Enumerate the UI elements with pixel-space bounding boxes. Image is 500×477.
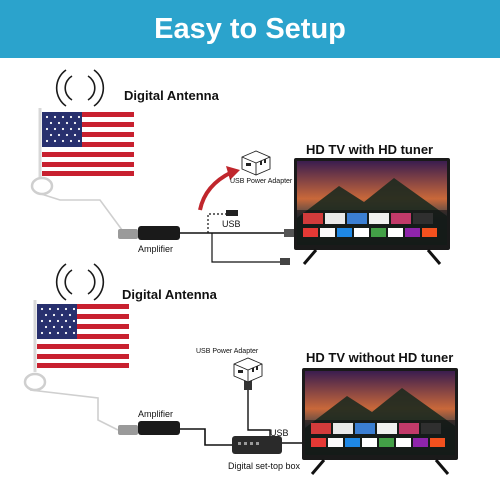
top-power-adapter-icon (241, 150, 271, 176)
top-adapter-label: USB Power Adapter (230, 178, 293, 185)
set-top-box-icon (232, 436, 282, 454)
bottom-tv-label: HD TV without HD tuner (306, 350, 454, 365)
top-tv-icon (292, 156, 452, 266)
bottom-usb-label: USB (270, 428, 289, 438)
bottom-adapter-label: USB Power Adapter (196, 348, 259, 355)
top-antenna-label: Digital Antenna (124, 88, 219, 103)
bottom-power-adapter-icon (233, 357, 263, 383)
bottom-us-flag-icon (37, 304, 129, 368)
top-amplifier-icon (118, 226, 180, 240)
top-amplifier-label: Amplifier (138, 244, 174, 254)
bottom-amplifier-icon (118, 421, 180, 435)
top-tv-label: HD TV with HD tuner (306, 142, 434, 157)
bottom-antenna-waves-icon (55, 263, 105, 301)
top-red-arrow-icon (226, 166, 240, 180)
bottom-amplifier-label: Amplifier (138, 409, 174, 419)
top-antenna-base (30, 176, 54, 196)
page-title: Easy to Setup (0, 0, 500, 58)
bottom-tv-icon (300, 366, 460, 476)
bottom-antenna-base (23, 372, 47, 392)
top-antenna-waves-icon (55, 69, 105, 107)
bottom-antenna-label: Digital Antenna (122, 287, 217, 302)
top-us-flag-icon (42, 112, 134, 176)
top-usb-label: USB (222, 219, 241, 229)
set-top-box-label: Digital set-top box (228, 461, 301, 471)
